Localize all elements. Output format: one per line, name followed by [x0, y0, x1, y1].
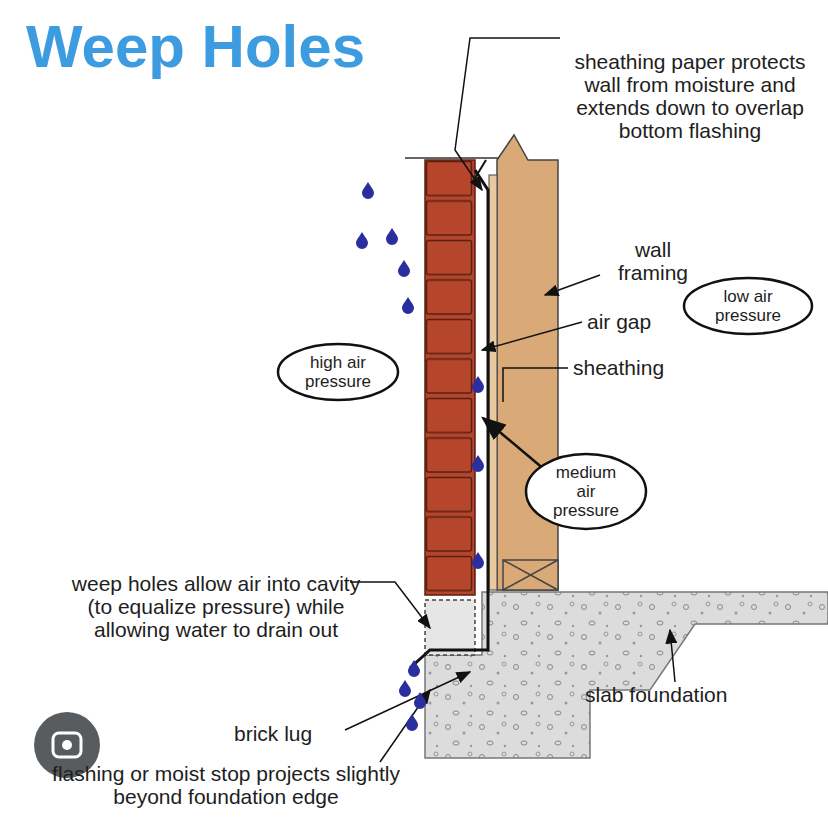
pressure-oval: medium air pressure [524, 452, 648, 531]
callout-text: sheathing paper protects wall from moist… [565, 50, 815, 142]
oval-text: low air pressure [702, 287, 794, 325]
oval-text: high air pressure [296, 353, 380, 391]
callout-text: brick lug [234, 722, 344, 745]
callout-text: wall framing [603, 238, 703, 284]
callout-text: sheathing [573, 356, 713, 379]
oval-text: medium air pressure [544, 463, 628, 520]
pressure-oval: low air pressure [682, 276, 814, 336]
callout-text: slab foundation [585, 683, 795, 706]
title: Weep Holes [26, 12, 365, 81]
callout-text: weep holes allow air into cavity (to equ… [66, 572, 366, 641]
pressure-oval: high air pressure [276, 342, 400, 402]
callout-text: flashing or moist stop projects slightly… [26, 762, 426, 808]
callout-text: air gap [587, 310, 697, 333]
